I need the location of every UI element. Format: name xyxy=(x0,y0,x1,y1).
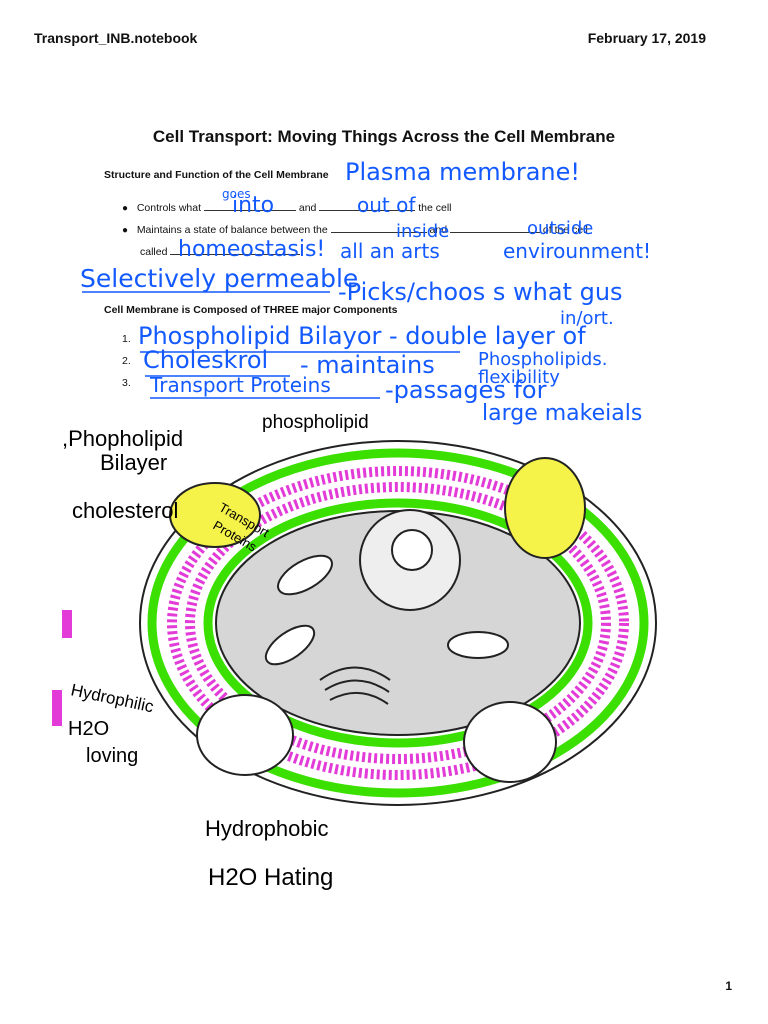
mitochondrion xyxy=(447,631,509,659)
label-hydrophilic: Hydrophilic xyxy=(69,680,156,716)
blank-out-of xyxy=(319,200,416,211)
margin-highlight xyxy=(52,690,62,726)
notebook-filename: Transport_INB.notebook xyxy=(34,30,198,46)
hw-environment: envirounment! xyxy=(503,239,651,263)
label-phospholipid-bilayer: ,Phopholipid xyxy=(62,426,183,451)
cell-membrane-diagram: ,Phopholipid Bilayer phospholipid choles… xyxy=(52,412,657,891)
hw-homeostasis: homeostasis! xyxy=(178,237,325,262)
transport-protein-yellow-left xyxy=(169,482,261,548)
section-heading-structure: Structure and Function of the Cell Membr… xyxy=(104,169,329,181)
blank-into xyxy=(203,200,296,211)
transport-protein-yellow-right xyxy=(504,457,586,559)
blank-homeostasis xyxy=(170,244,301,255)
mitochondrion xyxy=(264,624,316,666)
handwritten-notes: Plasma membrane! goes into out of inside… xyxy=(80,158,651,426)
component-number-1: 1. xyxy=(122,333,131,345)
bullet-dot: ● xyxy=(122,203,129,214)
hw-outside: outside xyxy=(527,218,593,239)
hw-phospholipids: Phospholipids. xyxy=(478,349,607,370)
transport-protein-bottom-left xyxy=(196,694,294,776)
label-h2o-hating: H2O Hating xyxy=(208,864,333,891)
label-hydrophobic: Hydrophobic xyxy=(205,816,329,841)
label-cholesterol: cholesterol xyxy=(72,498,178,523)
bullet-controls-mid: and xyxy=(298,202,317,214)
hw-out-of: out of xyxy=(357,193,416,217)
blank-inside xyxy=(330,222,427,233)
hw-component-2: Choleskrol xyxy=(143,346,268,374)
mitochondrion xyxy=(277,554,333,596)
hw-all-parts: all an arts xyxy=(340,239,440,263)
label-h2o: H2O xyxy=(68,718,109,740)
label-loving: loving xyxy=(86,745,138,767)
bullet-balance-mid: and xyxy=(429,224,448,236)
outer-head-layer xyxy=(147,448,649,798)
hw-goes: goes xyxy=(222,187,251,201)
hw-in-out: in/ort. xyxy=(560,308,614,329)
tail-layer-outer xyxy=(167,466,629,780)
bullet-balance-prefix: Maintains a state of balance between the xyxy=(136,224,328,236)
golgi-apparatus xyxy=(319,666,391,705)
inner-head-layer xyxy=(203,498,593,748)
tail-layer-inner xyxy=(185,482,611,764)
hw-flexibility: flexibility xyxy=(478,367,560,388)
component-number-3: 3. xyxy=(122,377,131,389)
component-number-2: 2. xyxy=(122,355,131,367)
hw-plasma-membrane: Plasma membrane! xyxy=(345,158,580,186)
hw-selectively-permeable: Selectively permeable xyxy=(80,264,358,293)
transport-protein-bottom-right xyxy=(463,701,557,783)
bullet-balance-line2: called xyxy=(140,244,301,258)
page-title: Cell Transport: Moving Things Across the… xyxy=(152,127,616,146)
nucleolus xyxy=(391,529,433,571)
hw-underlines xyxy=(82,291,460,399)
hw-picks: -Picks/choos s what gus xyxy=(338,278,623,306)
hw-component-3: Transport Proteins xyxy=(149,373,331,397)
bullet-balance-called: called xyxy=(140,246,168,258)
bullet-controls-suffix: the cell xyxy=(418,202,452,214)
notebook-date: February 17, 2019 xyxy=(587,30,706,46)
hw-large-materials: large makeials xyxy=(482,401,642,426)
label-phospholipid-bilayer-2: Bilayer xyxy=(100,450,167,475)
hw-inside: inside xyxy=(396,221,449,242)
blank-outside xyxy=(450,222,540,233)
hw-component-1: Phospholipid Bilayor - double layer of xyxy=(138,322,586,350)
hw-into: into xyxy=(232,193,274,218)
bullet-balance: ● Maintains a state of balance between t… xyxy=(122,222,588,236)
page-number: 1 xyxy=(725,979,732,993)
hw-passages: -passages for xyxy=(385,376,547,404)
section-heading-components: Cell Membrane is Composed of THREE major… xyxy=(104,304,398,316)
bullet-balance-suffix: of the cell xyxy=(542,224,588,236)
bullet-controls: ● Controls what and the cell xyxy=(122,200,452,214)
label-phospholipid: phospholipid xyxy=(262,412,369,433)
bullet-controls-prefix: Controls what xyxy=(136,202,202,214)
hw-maintains: - maintains xyxy=(300,351,435,379)
bullet-dot: ● xyxy=(122,225,129,236)
margin-highlight xyxy=(62,610,72,638)
